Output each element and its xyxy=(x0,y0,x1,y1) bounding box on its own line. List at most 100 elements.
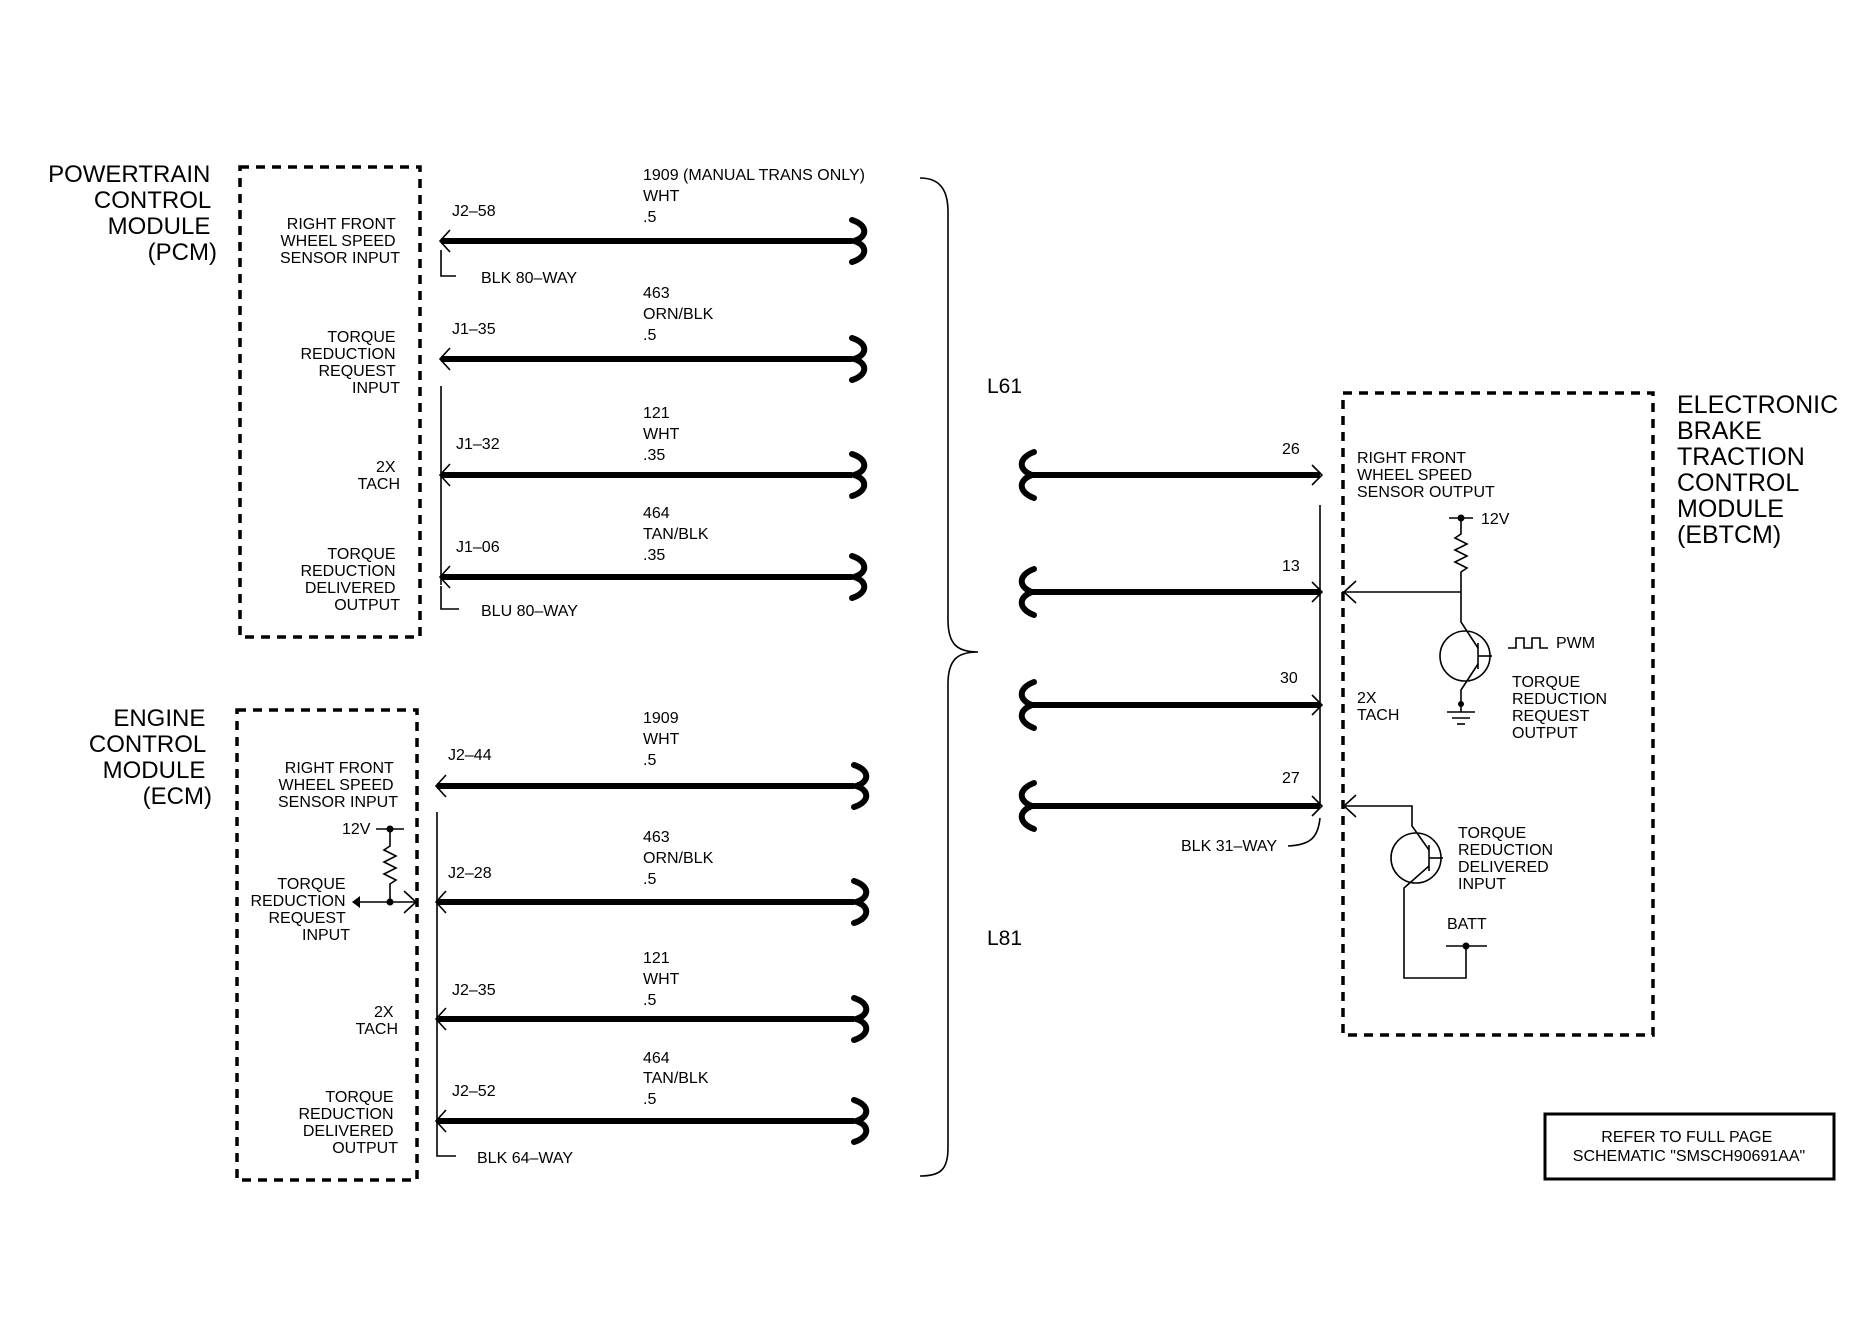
ecm-module-box xyxy=(235,708,419,1182)
pcm-connector-top: BLK 80–WAY xyxy=(481,270,577,287)
ecm-pin-2-inline-connector xyxy=(845,878,870,926)
ecm-pin-3-gauge: .5 xyxy=(643,992,656,1009)
ecm-pin-3-inline-connector xyxy=(845,995,870,1043)
ecm-pin-2-circuit: 463 xyxy=(643,829,670,846)
ecm-pin-4-label: TORQUE REDUCTION DELIVERED OUTPUT xyxy=(298,1089,398,1157)
ebtcm-pin-4-number: 27 xyxy=(1282,770,1300,787)
pcm-pin-4-color: TAN/BLK xyxy=(643,526,709,543)
ebtcm-tach-label: 2X TACH xyxy=(1357,690,1399,724)
pcm-pin-2-circuit: 463 xyxy=(643,285,670,302)
ecm-section: ENGINE CONTROL MODULE (ECM) RIGHT FRONT … xyxy=(89,705,870,1182)
pcm-pin-1-number: J2–58 xyxy=(452,203,496,220)
ecm-pin-1-terminal xyxy=(434,774,447,798)
pcm-module-box xyxy=(238,165,422,639)
ecm-pin-2-gauge: .5 xyxy=(643,871,656,888)
ecm-pin-1-label: RIGHT FRONT WHEEL SPEED SENSOR INPUT xyxy=(278,760,398,811)
pcm-pin-3-label: 2X TACH xyxy=(358,459,400,493)
pcm-pin-1-color: WHT xyxy=(643,188,680,205)
pcm-pin-1-label: RIGHT FRONT WHEEL SPEED SENSOR INPUT xyxy=(280,216,400,267)
pcm-pin-2-color: ORN/BLK xyxy=(643,306,714,323)
ebtcm-trd-arrow xyxy=(1342,794,1357,818)
ecm-pin-4-terminal xyxy=(434,1109,447,1133)
pcm-pin-2-number: J1–35 xyxy=(452,321,496,338)
option-lower: L81 xyxy=(987,927,1022,950)
pcm-pin-1-gauge: .5 xyxy=(643,209,656,226)
ecm-pin-2-label: TORQUE REDUCTION REQUEST INPUT xyxy=(250,876,350,944)
ebtcm-wss-label: RIGHT FRONT WHEEL SPEED SENSOR OUTPUT xyxy=(1357,450,1495,501)
ecm-pin-2-color: ORN/BLK xyxy=(643,850,714,867)
ecm-pin-3-circuit: 121 xyxy=(643,950,670,967)
ecm-pin-3-label: 2X TACH xyxy=(356,1004,398,1038)
pcm-pin-1-inline-connector xyxy=(843,217,868,265)
ecm-pin-4-gauge: .5 xyxy=(643,1091,656,1108)
pcm-pin-2-label: TORQUE REDUCTION REQUEST INPUT xyxy=(300,329,400,397)
ebtcm-connector-leader xyxy=(1287,817,1321,847)
ecm-pin-1-color: WHT xyxy=(643,731,680,748)
reference-note: REFER TO FULL PAGE SCHEMATIC "SMSCH90691… xyxy=(1543,1112,1836,1181)
ebtcm-pin-4-inline-connector xyxy=(1018,780,1041,832)
ebtcm-wss-arrow xyxy=(1342,580,1357,604)
ebtcm-section: ELECTRONIC BRAKE TRACTION CONTROL MODULE… xyxy=(1018,391,1845,1037)
ebtcm-pin-4-terminal xyxy=(1311,795,1324,817)
pcm-pin-3-number: J1–32 xyxy=(456,436,500,453)
ecm-pin-1-inline-connector xyxy=(845,762,870,810)
ebtcm-trd-label: TORQUE REDUCTION DELIVERED INPUT xyxy=(1458,825,1558,893)
ecm-input-arrow xyxy=(352,896,360,908)
ecm-pin-1-gauge: .5 xyxy=(643,752,656,769)
ecm-pin-3-number: J2–35 xyxy=(452,982,496,999)
ecm-pin-1-number: J2–44 xyxy=(448,747,492,764)
ecm-pullup-label: 12V xyxy=(342,821,371,838)
ecm-title: ENGINE CONTROL MODULE (ECM) xyxy=(89,705,212,810)
ebtcm-trr-collector xyxy=(1460,592,1479,649)
reference-box xyxy=(1543,1112,1836,1181)
ecm-pin-4-circuit: 464 xyxy=(643,1050,670,1067)
ebtcm-batt-node xyxy=(1462,942,1470,950)
pwm-waveform-icon xyxy=(1508,637,1548,649)
pcm-pin-3-gauge: .35 xyxy=(643,447,665,464)
pcm-connector-bottom: BLU 80–WAY xyxy=(481,603,578,620)
ecm-pin-1-circuit: 1909 xyxy=(643,710,679,727)
pcm-connector-top-bracket xyxy=(440,250,456,277)
ebtcm-pin-3-inline-connector xyxy=(1018,679,1041,731)
ebtcm-pin-1-number: 26 xyxy=(1282,441,1300,458)
pcm-pin-2-gauge: .5 xyxy=(643,327,656,344)
reference-text: REFER TO FULL PAGE SCHEMATIC "SMSCH90691… xyxy=(1573,1129,1805,1165)
ecm-connector-bracket xyxy=(436,1130,456,1157)
pcm-pin-2-inline-connector xyxy=(843,335,868,383)
ebtcm-ground-node xyxy=(1458,701,1464,707)
ebtcm-batt-label: BATT xyxy=(1447,916,1487,933)
ebtcm-title: ELECTRONIC BRAKE TRACTION CONTROL MODULE… xyxy=(1677,391,1845,549)
ecm-pin-4-number: J2–52 xyxy=(452,1083,496,1100)
pcm-pin-3-color: WHT xyxy=(643,426,680,443)
pcm-pin-4-terminal xyxy=(438,565,451,589)
ecm-pin-4-color: TAN/BLK xyxy=(643,1070,709,1087)
ebtcm-trr-label: TORQUE REDUCTION REQUEST OUTPUT xyxy=(1512,674,1612,742)
pcm-title: POWERTRAIN CONTROL MODULE (PCM) xyxy=(48,161,217,266)
pcm-pin-1-circuit: 1909 (MANUAL TRANS ONLY) xyxy=(643,167,865,184)
ebtcm-trd-collector xyxy=(1402,805,1430,851)
pcm-pin-3-inline-connector xyxy=(843,451,868,499)
ebtcm-trd-emitter xyxy=(1403,865,1467,979)
ebtcm-pin-2-terminal xyxy=(1311,581,1324,603)
ecm-pin-2-number: J2–28 xyxy=(448,865,492,882)
ebtcm-pin-1-terminal xyxy=(1311,464,1324,486)
ebtcm-pin-2-number: 13 xyxy=(1282,558,1300,575)
ebtcm-pwm-label: PWM xyxy=(1556,635,1595,652)
pcm-section: POWERTRAIN CONTROL MODULE (PCM) RIGHT FR… xyxy=(48,161,868,639)
ecm-pin-3-color: WHT xyxy=(643,971,680,988)
pcm-connector-bottom-bracket xyxy=(440,586,459,610)
ecm-pin-3-terminal xyxy=(434,1007,447,1031)
ebtcm-pullup-label: 12V xyxy=(1481,511,1510,528)
pcm-pin-4-label: TORQUE REDUCTION DELIVERED OUTPUT xyxy=(300,546,400,614)
pcm-pin-2-terminal xyxy=(438,347,451,371)
pcm-pin-4-number: J1–06 xyxy=(456,539,500,556)
ecm-connector: BLK 64–WAY xyxy=(477,1150,573,1167)
pcm-pin-3-circuit: 121 xyxy=(643,405,670,422)
ebtcm-pin-2-inline-connector xyxy=(1018,566,1041,618)
ebtcm-pullup-resistor xyxy=(1453,518,1469,592)
ecm-pin-2-terminal xyxy=(434,890,447,914)
pcm-pin-4-inline-connector xyxy=(843,553,868,601)
pcm-pin-3-terminal xyxy=(438,463,451,487)
ebtcm-connector: BLK 31–WAY xyxy=(1181,838,1277,855)
pcm-pin-1-terminal xyxy=(438,229,451,253)
